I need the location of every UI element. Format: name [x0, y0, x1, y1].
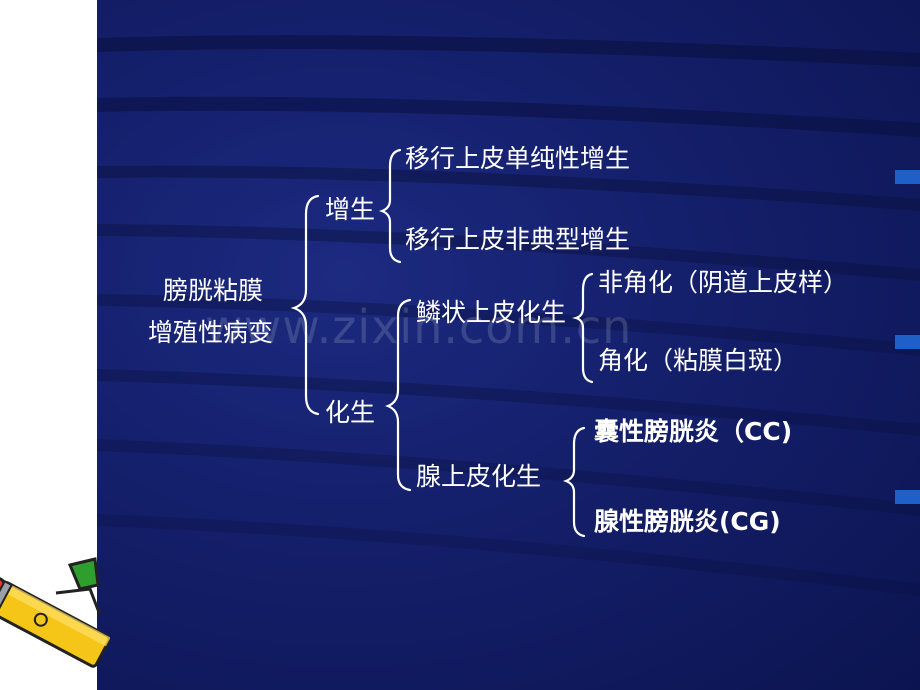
leaf-atypical-hyperplasia: 移行上皮非典型增生 — [405, 225, 631, 254]
accent-dash — [895, 490, 920, 504]
background-stripes — [97, 35, 920, 596]
root-label-line1: 膀胱粘膜 — [163, 276, 264, 305]
accent-dash — [895, 170, 920, 184]
brace-hyperplasia — [378, 148, 402, 264]
leaf-nonkeratinizing: 非角化（阴道上皮样） — [598, 268, 849, 297]
accent-dash — [895, 335, 920, 349]
leaf-glandular-cystitis: 腺性膀胱炎(CG) — [594, 507, 781, 536]
node-glandular-metaplasia: 腺上皮化生 — [416, 462, 542, 491]
brace-squamous — [572, 272, 594, 384]
leaf-keratinizing: 角化（粘膜白斑） — [598, 346, 799, 375]
brace-glandular — [562, 426, 586, 538]
brace-metaplasia — [385, 298, 412, 492]
brace-root — [290, 194, 320, 416]
slide-canvas — [97, 0, 920, 690]
leaf-cystic-cystitis: 囊性膀胱炎（CC) — [594, 417, 793, 446]
node-squamous-metaplasia: 鳞状上皮化生 — [416, 298, 567, 327]
pencil-icon — [0, 557, 110, 668]
root-label-line2: 增殖性病变 — [148, 318, 274, 347]
node-hyperplasia: 增生 — [325, 195, 376, 224]
node-metaplasia: 化生 — [325, 398, 376, 427]
watermark: www.zixin.com.cn — [205, 300, 633, 354]
leaf-simple-hyperplasia: 移行上皮单纯性增生 — [405, 144, 631, 173]
